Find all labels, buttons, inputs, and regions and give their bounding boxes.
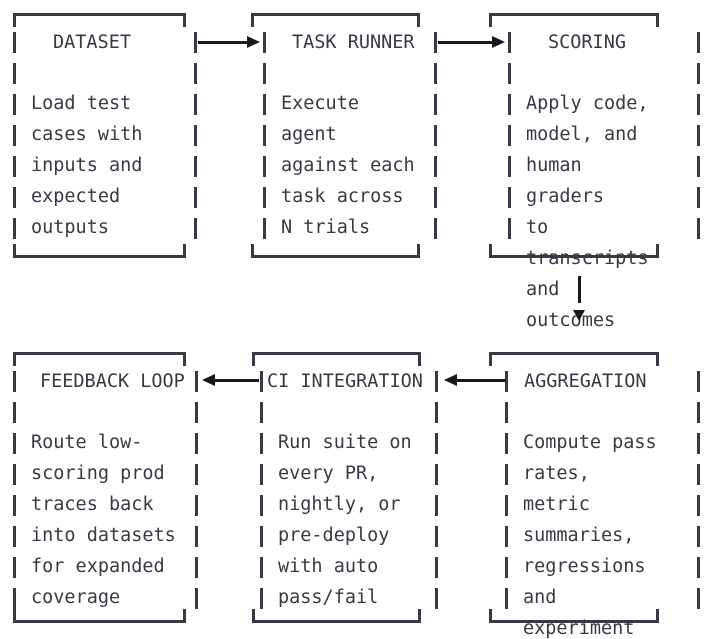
arrow-dataset-to-task-runner <box>198 36 260 48</box>
arrow-shaft <box>212 378 259 382</box>
box-right-border <box>697 371 700 614</box>
box-right-border <box>434 32 437 249</box>
arrow-scoring-to-aggregation <box>573 276 586 321</box>
arrow-right-icon <box>247 36 260 48</box>
arrow-aggregation-to-ci-integration <box>444 374 506 386</box>
box-right-border <box>195 371 198 614</box>
box-body-scoring: Apply code, model, and human graders to … <box>526 93 649 331</box>
box-title-scoring: SCORING <box>548 32 626 53</box>
box-feedback-loop: FEEDBACK LOOP Route low- scoring prod tr… <box>13 352 198 623</box>
arrow-task-runner-to-scoring <box>438 36 505 48</box>
box-body-task-runner: Execute agent against each task across N… <box>281 93 415 238</box>
box-aggregation: AGGREGATION Compute pass rates, metric s… <box>489 352 700 639</box>
box-left-border <box>505 371 508 614</box>
arrow-shaft <box>438 40 495 44</box>
box-title-aggregation: AGGREGATION <box>524 371 647 392</box>
arrow-right-icon <box>492 36 505 48</box>
box-bottom-border <box>13 241 186 258</box>
box-bottom-border <box>251 241 420 258</box>
box-scoring: SCORING Apply code, model, and human gra… <box>489 13 700 331</box>
box-left-border <box>263 32 266 249</box>
arrow-left-icon <box>202 374 215 386</box>
box-title-ci-integration: CI INTEGRATION <box>267 371 423 392</box>
box-right-border <box>435 371 438 614</box>
box-dataset: DATASET Load test cases with inputs and … <box>13 13 197 258</box>
box-right-border <box>697 32 700 249</box>
arrow-ci-integration-to-feedback-loop <box>202 374 259 386</box>
box-task-runner: TASK RUNNER Execute agent against each t… <box>251 13 437 258</box>
arrow-down-icon <box>573 310 585 321</box>
box-left-border <box>508 32 511 249</box>
box-title-task-runner: TASK RUNNER <box>292 32 415 53</box>
box-title-dataset: DATASET <box>53 32 131 53</box>
arrow-shaft <box>454 378 506 382</box>
box-body-dataset: Load test cases with inputs and expected… <box>31 93 143 238</box>
box-left-border <box>13 371 16 614</box>
box-title-feedback-loop: FEEDBACK LOOP <box>40 371 185 392</box>
box-left-border <box>260 371 263 614</box>
arrow-shaft <box>198 40 250 44</box>
box-body-feedback-loop: Route low- scoring prod traces back into… <box>31 432 176 608</box>
arrow-left-icon <box>444 374 457 386</box>
box-ci-integration: CI INTEGRATION Run suite on every PR, ni… <box>252 352 438 623</box>
box-left-border <box>13 32 16 249</box>
box-body-aggregation: Compute pass rates, metric summaries, re… <box>523 432 657 639</box>
box-body-ci-integration: Run suite on every PR, nightly, or pre-d… <box>278 432 412 608</box>
box-right-border <box>194 32 197 249</box>
arrow-shaft <box>578 276 581 303</box>
